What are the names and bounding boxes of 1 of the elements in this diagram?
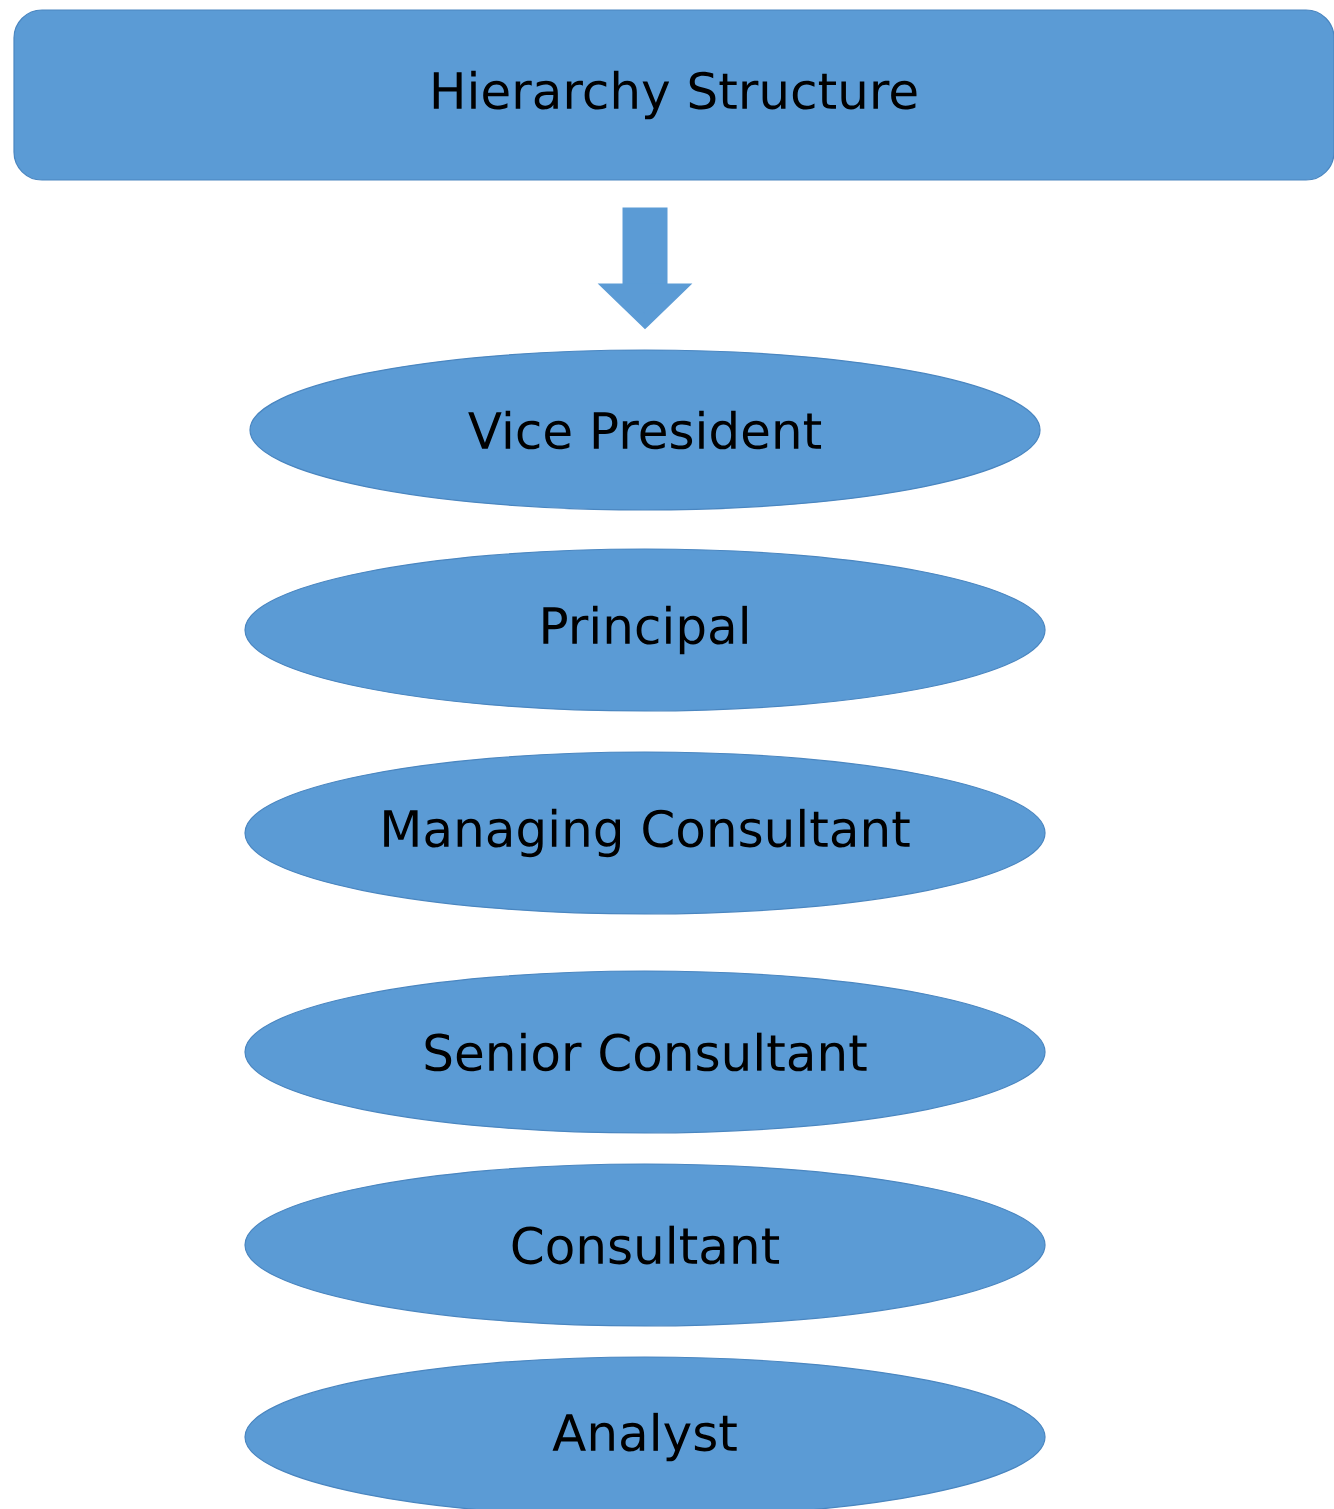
title-banner: Hierarchy Structure — [13, 9, 1334, 181]
